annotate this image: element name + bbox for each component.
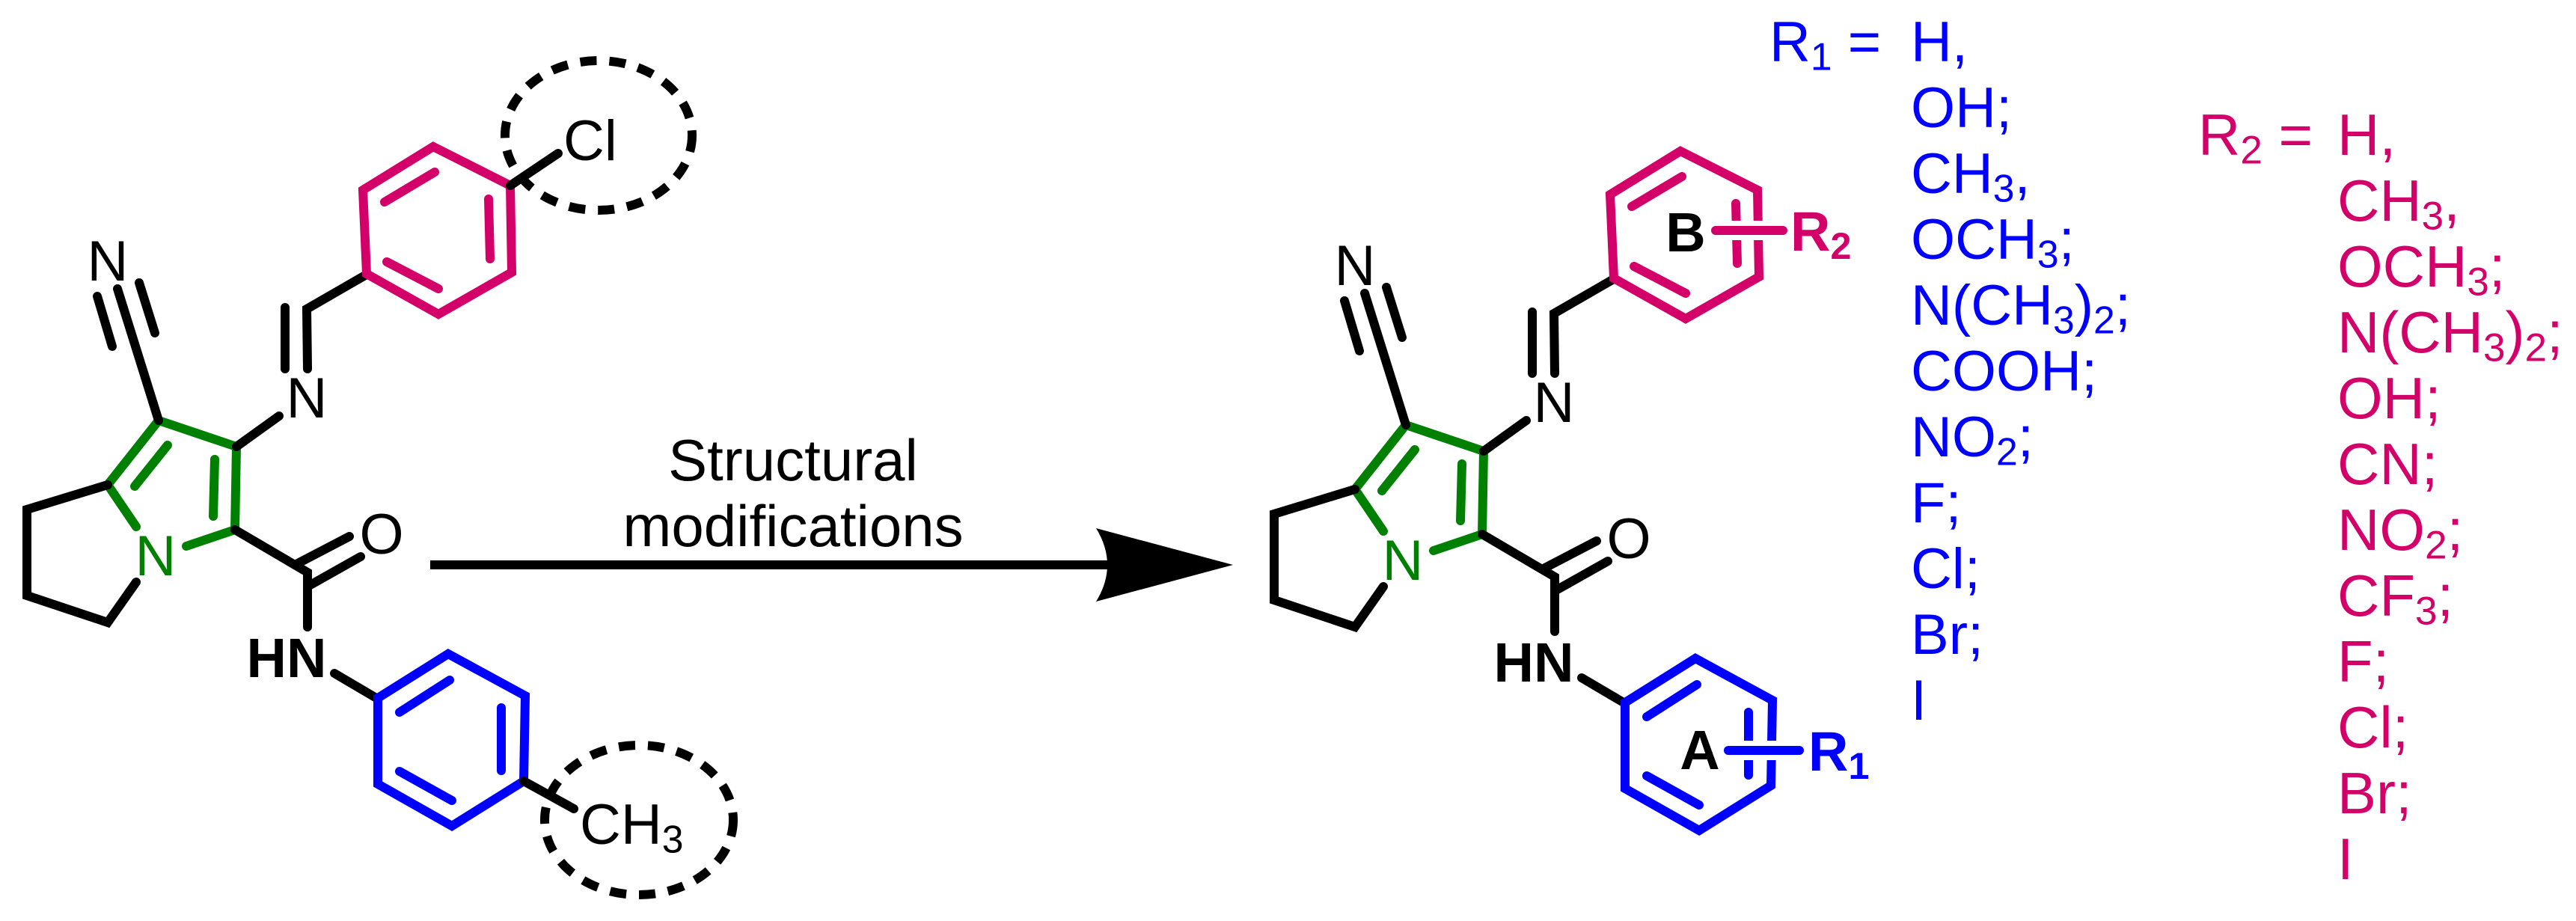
- r1-substituent-list: R1 = H,OH;CH3,OCH3;N(CH3)2;COOH;NO2;F;Cl…: [1769, 10, 2131, 732]
- nitrile-n-label: N: [88, 230, 129, 293]
- methyl-bond: [519, 777, 578, 813]
- arrow-head-icon: [1096, 528, 1233, 602]
- r1-list-item: Br;: [1911, 603, 1983, 667]
- r1-list-item: I: [1911, 669, 1927, 732]
- product-general-structure: N N N O HN B R2 A R1: [1274, 151, 1869, 830]
- r1-label: R1: [1808, 720, 1869, 787]
- methyl-label: CH3: [580, 793, 684, 860]
- r2-list-item: Br;: [2337, 760, 2412, 826]
- nitrile-n-label: N: [1335, 234, 1376, 298]
- imine-n-label: N: [1534, 371, 1575, 435]
- r1-list-item: OCH3;: [1911, 208, 2075, 275]
- ring-b-inner-bond: [484, 195, 495, 263]
- r1-list-item: NO2;: [1911, 406, 2034, 473]
- r2-list-item: N(CH3)2;: [2337, 299, 2563, 370]
- r2-list-item: H,: [2337, 102, 2396, 168]
- ring-a-label: A: [1680, 719, 1719, 781]
- amide-nh-label: HN: [247, 627, 327, 689]
- r1-list-item: CH3,: [1911, 142, 2031, 209]
- r1-list-item: OH;: [1911, 76, 2012, 140]
- ring-b-label: B: [1665, 201, 1705, 263]
- carbonyl-o-label: O: [1606, 507, 1650, 571]
- chloro-bond: [506, 149, 563, 190]
- r1-list-item: COOH;: [1911, 340, 2097, 403]
- r2-list-item: CH3,: [2337, 168, 2460, 239]
- dashed-highlight-circle-ch3: [540, 741, 738, 899]
- r2-list-item: NO2;: [2337, 497, 2463, 568]
- reaction-arrow: Structural modifications: [430, 427, 1233, 602]
- r1-list-item: N(CH3)2;: [1911, 274, 2131, 341]
- r2-substituent-list: R2 = H,CH3,OCH3;N(CH3)2;OH;CN;NO2;CF3;F;…: [2198, 102, 2563, 892]
- arrow-label-line2: modifications: [622, 493, 963, 559]
- r2-list-item: CN;: [2337, 431, 2438, 497]
- r1-list-item: Cl;: [1911, 537, 1980, 601]
- ring-n-label: N: [135, 524, 177, 588]
- r1-list-item: H,: [1911, 10, 1968, 74]
- r2-list-header: R2 =: [2198, 102, 2313, 173]
- amide-nh-label: HN: [1494, 631, 1574, 694]
- r2-list-item: CF3;: [2337, 563, 2453, 634]
- arrow-label-line1: Structural: [668, 427, 918, 493]
- r2-list-item: OH;: [2337, 365, 2441, 431]
- lead-compound: N N N O HN Cl CH3: [27, 56, 738, 899]
- ring-n-label: N: [1383, 529, 1424, 593]
- r2-list-item: F;: [2337, 628, 2389, 694]
- r2-list-item: I: [2337, 826, 2354, 892]
- r2-list-item: Cl;: [2337, 694, 2408, 760]
- r2-label: R2: [1790, 201, 1851, 267]
- carbonyl-o-label: O: [359, 503, 403, 566]
- imine-n-label: N: [287, 367, 328, 430]
- chloro-label: Cl: [563, 109, 617, 173]
- dashed-highlight-circle-cl: [501, 56, 697, 215]
- r2-list-item: OCH3;: [2337, 233, 2506, 305]
- r1-list-item: F;: [1911, 471, 1962, 535]
- r1-list-header: R1 =: [1769, 10, 1881, 78]
